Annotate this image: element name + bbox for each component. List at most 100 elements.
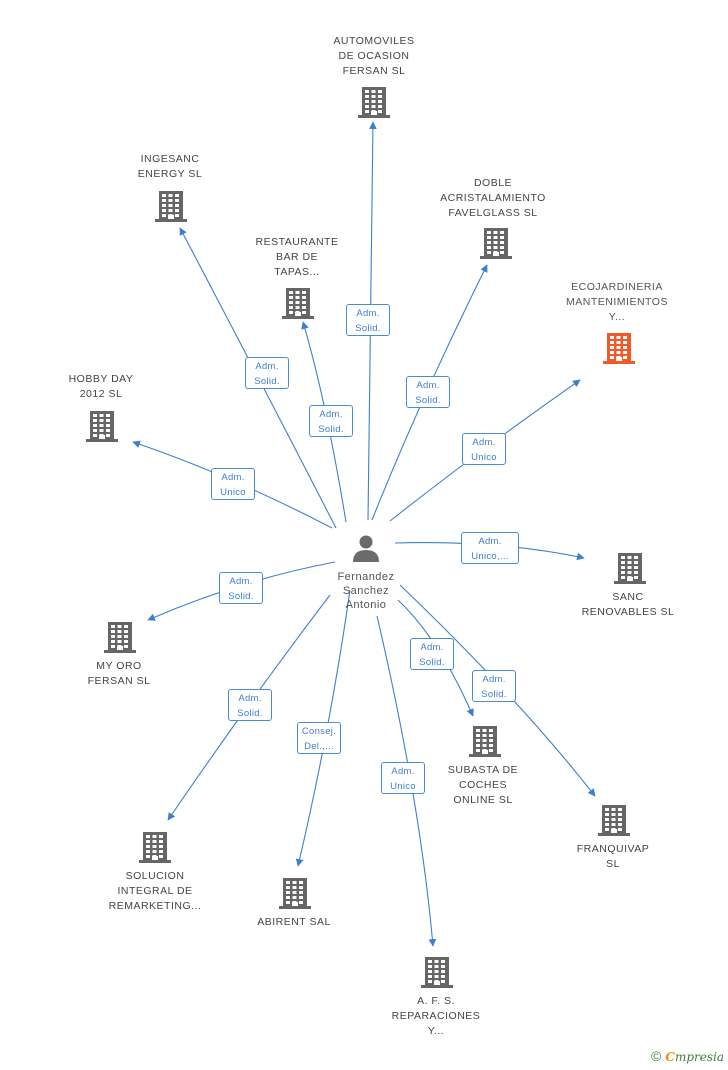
company-label-abirent[interactable]: ABIRENT SAL [224, 915, 364, 930]
relation-badge-line: Adm. [221, 472, 245, 483]
company-label-line: FAVELGLASS SL [448, 207, 538, 219]
company-label-line: BAR DE [275, 251, 319, 263]
company-label-line: MY ORO [96, 660, 142, 672]
relation-badge-automoviles[interactable]: Adm.Solid. [346, 304, 390, 336]
company-label-solucion[interactable]: SOLUCION INTEGRAL DE REMARKETING... [85, 869, 225, 914]
company-label-line: COCHES [459, 779, 507, 791]
relation-badge-line: Unico [390, 781, 416, 792]
company-label-doble[interactable]: DOBLE ACRISTALAMIENTO FAVELGLASS SL [423, 176, 563, 221]
company-label-restaurante[interactable]: RESTAURANTE BAR DE TAPAS... [227, 235, 367, 280]
company-label-line: SOLUCION [125, 870, 185, 882]
company-label-line: REPARACIONES [391, 1010, 481, 1022]
relation-badge-ecojardineria[interactable]: Adm. Unico [462, 433, 506, 465]
relation-badge-line: Adm. [416, 380, 440, 391]
building-icon[interactable] [614, 553, 646, 584]
relation-badge-line: Consej. [301, 726, 337, 737]
company-label-subasta[interactable]: SUBASTA DE COCHES ONLINE SL [413, 763, 553, 808]
relation-badge-line: Unico [471, 452, 497, 463]
relation-badge-line: Adm. [229, 576, 253, 587]
building-icon[interactable] [598, 805, 630, 836]
company-label-automoviles[interactable]: AUTOMOVILES DE OCASION FERSAN SL [304, 34, 444, 79]
company-label-line: SL [606, 858, 620, 870]
relation-badge-myoro[interactable]: Adm. Solid. [219, 572, 263, 604]
relation-badge-franquivap[interactable]: Adm. Solid. [472, 670, 516, 702]
building-icon[interactable] [86, 411, 118, 442]
company-label-line: TAPAS... [274, 266, 320, 278]
relation-badge-line: Adm. [391, 766, 415, 777]
relation-badge-doble[interactable]: Adm. Solid. [406, 376, 450, 408]
relation-badge-afs[interactable]: Adm. Unico [381, 762, 425, 794]
relation-badge-subasta[interactable]: Adm. Solid. [410, 638, 454, 670]
relation-badge-line: Adm. [472, 437, 496, 448]
footer-brand: ©Cmpresia [651, 1048, 724, 1064]
company-label-line: ACRISTALAMIENTO [440, 192, 546, 204]
company-label-line: ONLINE SL [453, 794, 513, 806]
company-label-line: DE OCASION [338, 50, 410, 62]
company-label-myoro[interactable]: MY ORO FERSAN SL [49, 659, 189, 689]
relation-badge-line: Unico,... [471, 551, 509, 562]
company-label-hobby[interactable]: HOBBY DAY 2012 SL [31, 372, 171, 402]
company-label-line: Y... [427, 1025, 445, 1037]
relation-badge-ingesanc[interactable]: Adm. Solid. [245, 357, 289, 389]
relation-badge-line: Adm. [319, 409, 343, 420]
person-icon[interactable] [353, 535, 379, 563]
relation-badge-line: Del.,... [304, 741, 334, 752]
building-icon[interactable] [279, 878, 311, 909]
company-label-line: INTEGRAL DE [117, 885, 193, 897]
company-label-line: MANTENIMIENTOS [566, 296, 668, 308]
relation-badge-sanc[interactable]: Adm. Unico,... [461, 532, 519, 564]
relation-badge-line: Solid. [415, 395, 441, 406]
company-label-afs[interactable]: A. F. S. REPARACIONES Y... [366, 994, 506, 1039]
relation-badge-line: Adm. [482, 674, 506, 685]
company-label-line: SANC [612, 591, 644, 603]
person-name[interactable]: Fernandez Sanchez Antonio [337, 571, 395, 611]
company-label-ecojardineria[interactable]: ECOJARDINERIA MANTENIMIENTOS Y... [547, 280, 687, 325]
relation-badge-solucion[interactable]: Adm. Solid. [228, 689, 272, 721]
relation-badge-restaurante[interactable]: Adm. Solid. [309, 405, 353, 437]
company-label-line: FRANQUIVAP [576, 843, 650, 855]
company-label-line: 2012 SL [79, 388, 123, 400]
company-label-line: ENERGY SL [137, 168, 203, 180]
relation-badge-hobby[interactable]: Adm. Unico [211, 468, 255, 500]
relation-badge-abirent[interactable]: Consej. Del.,... [297, 722, 341, 754]
building-icon[interactable] [603, 333, 635, 364]
relation-badge-line: Adm. [356, 308, 380, 319]
company-label-sanc[interactable]: SANC RENOVABLES SL [558, 590, 698, 620]
building-icon[interactable] [421, 957, 453, 988]
relation-badge-line: Solid. [228, 591, 254, 602]
relation-badge-line: Adm. [255, 361, 279, 372]
building-icon[interactable] [480, 228, 512, 259]
company-label-line: FERSAN SL [342, 65, 406, 77]
relation-badge-line: Solid. [419, 657, 445, 668]
relation-badge-line: Adm. [420, 642, 444, 653]
company-label-line: REMARKETING... [108, 900, 202, 912]
relation-badge-line: Solid. [237, 708, 263, 719]
company-label-line: RENOVABLES SL [581, 606, 675, 618]
relation-badge-line: Solid. [318, 424, 344, 435]
building-icon[interactable] [139, 832, 171, 863]
company-label-line: DOBLE [473, 177, 513, 189]
building-icon[interactable] [282, 288, 314, 319]
company-label-line: RESTAURANTE [255, 236, 339, 248]
copyright-icon: © [651, 1048, 662, 1064]
company-label-line: INGESANC [140, 153, 200, 165]
company-label-line: HOBBY DAY [68, 373, 134, 385]
relation-badge-line: Solid. [254, 376, 280, 387]
company-label-franquivap[interactable]: FRANQUIVAP SL [543, 842, 683, 872]
building-icon[interactable] [155, 191, 187, 222]
company-label-line: FERSAN SL [87, 675, 151, 687]
relation-badge-line: Solid. [481, 689, 507, 700]
relation-badge-line: Adm. [478, 536, 502, 547]
company-label-line: Y... [608, 311, 626, 323]
company-label-ingesanc[interactable]: INGESANC ENERGY SL [100, 152, 240, 182]
relation-badge-line: Adm. [238, 693, 262, 704]
company-label-line: SUBASTA DE [447, 764, 519, 776]
building-icon[interactable] [104, 622, 136, 653]
building-icon[interactable] [469, 726, 501, 757]
company-label-line: ECOJARDINERIA [571, 281, 663, 293]
building-icon[interactable] [358, 87, 390, 118]
company-label-line: AUTOMOVILES [333, 35, 415, 47]
company-label-line: A. F. S. [417, 995, 455, 1007]
company-label-line: ABIRENT SAL [257, 916, 331, 928]
relation-badge-line: Unico [220, 487, 246, 498]
